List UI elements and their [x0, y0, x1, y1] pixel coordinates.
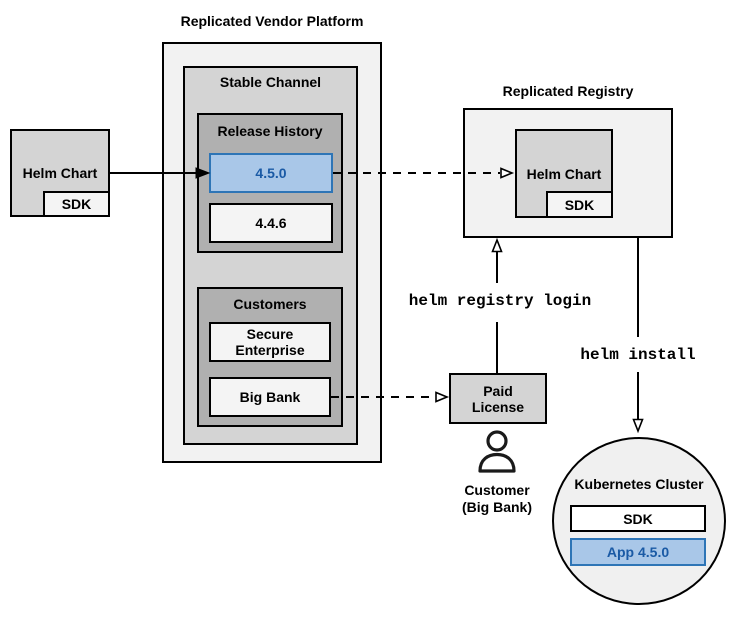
customer-secure-enterprise-box: Secure Enterprise	[209, 322, 331, 362]
paid-license-box: Paid License	[449, 373, 547, 424]
customer-big-bank-box: Big Bank	[209, 377, 331, 417]
source-sdk-box: SDK	[43, 191, 110, 217]
release-version-450: 4.5.0	[209, 153, 333, 193]
kubernetes-cluster-title: Kubernetes Cluster	[574, 476, 704, 492]
customer-org-label: (Big Bank)	[462, 499, 532, 515]
release-history-title: Release History	[217, 123, 323, 139]
kubernetes-app-box: App 4.5.0	[570, 538, 706, 566]
release-version-446: 4.4.6	[209, 203, 333, 243]
registry-sdk-box: SDK	[546, 191, 613, 218]
registry-title: Replicated Registry	[502, 83, 634, 99]
helm-registry-login-label: helm registry login	[408, 292, 592, 310]
helm-install-label: helm install	[580, 346, 696, 364]
customer-name-label: Customer	[464, 482, 530, 498]
stable-channel-title: Stable Channel	[219, 74, 322, 90]
customers-title: Customers	[233, 296, 307, 312]
kubernetes-sdk-box: SDK	[570, 505, 706, 532]
arrow-registry-to-cluster	[632, 238, 644, 434]
vendor-platform-title: Replicated Vendor Platform	[180, 13, 364, 29]
person-icon	[478, 430, 516, 473]
